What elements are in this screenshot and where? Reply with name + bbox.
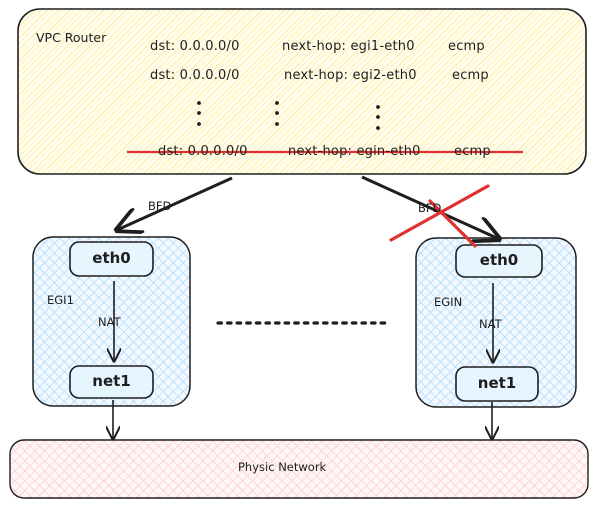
egin-net1-box [455,366,539,402]
bfd-failure-mark-2 [428,199,477,248]
route-hop-3: next-hop: egin-eth0 [288,144,421,159]
route-mode-2: ecmp [452,68,489,83]
router-ellipsis [197,101,380,130]
egi1-eth0-box [69,241,154,277]
egi1-net1-label: net1 [92,372,131,390]
egi1-box [32,236,191,407]
egin-net1-label: net1 [477,374,517,392]
route-dst-2: dst: 0.0.0.0/0 [150,68,240,83]
egi1-name-label: EGI1 [47,293,74,307]
egin-eth0-label: eth0 [479,251,519,269]
bfd-failure-mark [389,184,490,242]
egin-nat-label: NAT [479,317,502,331]
physic-network-box [9,439,589,499]
bfd-left-arrow [117,176,233,230]
route-mode-1: ecmp [448,39,485,54]
egin-eth0-box [455,244,543,278]
network-label: Physic Network [238,460,327,474]
route-hop-1: next-hop: egi1-eth0 [282,39,415,54]
route-dst-1: dst: 0.0.0.0/0 [150,39,240,54]
egi1-eth0-label: eth0 [92,249,131,267]
router-title: VPC Router [36,30,107,45]
egi1-net1-box [69,365,154,399]
route-hop-2: next-hop: egi2-eth0 [284,68,417,83]
route-mode-3: ecmp [454,144,491,159]
bfd-right-label: BFD [418,201,442,215]
bfd-right-arrow [361,175,499,239]
route-dst-3: dst: 0.0.0.0/0 [158,144,248,159]
egi1-nat-label: NAT [98,315,121,329]
egin-name-label: EGIN [434,295,463,309]
bfd-left-label: BFD [148,199,172,213]
vpc-router-box [17,8,587,175]
